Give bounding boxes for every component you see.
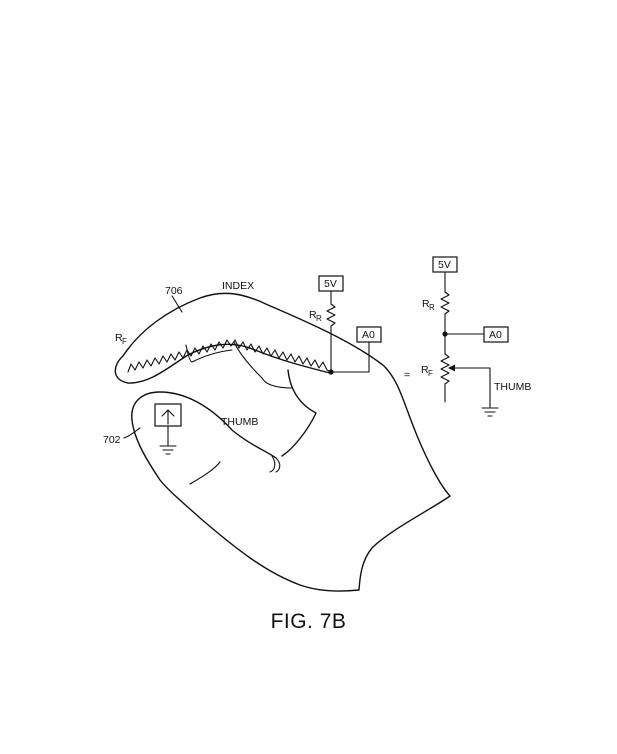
schematic-circuit <box>432 256 509 417</box>
figure-caption: FIG. 7B <box>270 610 347 633</box>
hand-a0-box <box>356 326 382 343</box>
hand-rr-resistor <box>326 290 336 373</box>
circuit-rr-resistor <box>440 271 450 335</box>
index-label: INDEX <box>222 280 254 292</box>
knuckle-crease-2 <box>233 341 263 379</box>
a0-circuit-label: A0 <box>489 329 502 341</box>
ref-706-label: 706 <box>165 285 183 297</box>
rf-flex-resistor <box>127 339 332 373</box>
rf-circuit-label: R <box>421 364 429 376</box>
rf-circuit-subscript: F <box>428 369 433 378</box>
thumb-pad-arrow-icon <box>161 409 175 425</box>
hand-drawing <box>114 275 451 592</box>
a0-hand-label: A0 <box>362 329 375 341</box>
circuit-ground-icon <box>481 407 499 417</box>
thumb-ground-icon <box>159 425 177 455</box>
knuckle-crease-3 <box>261 377 293 389</box>
thumb-circuit-label: THUMB <box>494 381 531 393</box>
hand-outline <box>122 292 451 592</box>
thumb-hand-label: THUMB <box>221 416 258 428</box>
circuit-wiper-arrow-icon <box>448 364 455 372</box>
rr-circuit-subscript: R <box>429 303 435 312</box>
rr-circuit-label: R <box>422 298 430 310</box>
leader-706 <box>171 295 183 313</box>
equals-sign: = <box>404 369 410 381</box>
knuckle-crease-1 <box>185 344 233 363</box>
hand-a0-wire <box>330 341 370 373</box>
rr-hand-label: R <box>309 309 317 321</box>
rr-hand-subscript: R <box>316 314 322 323</box>
rf-hand-subscript: F <box>122 337 127 346</box>
index-finger-underside <box>114 343 331 384</box>
thumb-tip-curl <box>269 455 281 473</box>
ref-702-label: 702 <box>103 434 121 446</box>
v5-hand-label: 5V <box>324 278 337 290</box>
finger-crease <box>281 369 317 457</box>
thumb-crease <box>189 461 221 485</box>
rf-hand-label: R <box>115 332 123 344</box>
circuit-wiper-wire <box>452 367 491 409</box>
leader-702 <box>123 427 141 439</box>
v5-circuit-label: 5V <box>438 259 451 271</box>
circuit-rf-potentiometer <box>440 333 450 403</box>
circuit-a0-box <box>483 326 509 343</box>
